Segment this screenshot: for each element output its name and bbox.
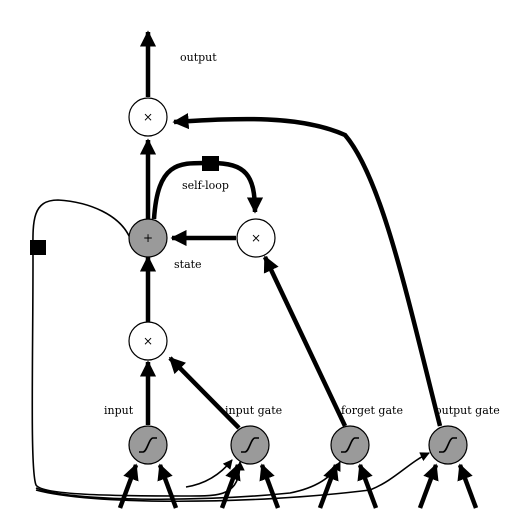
sigmoid-icon — [341, 437, 359, 453]
input-multiply-node: × — [128, 321, 168, 361]
sigmoid-icon — [439, 437, 457, 453]
arrow-output-gate-to-out-mult — [172, 113, 443, 427]
output-gate-unit-node — [428, 425, 468, 465]
input-gate-arrow-b — [259, 463, 281, 509]
delay-square-icon — [202, 156, 219, 171]
forget-gate-label: forget gate — [341, 404, 403, 417]
output-gate-label: output gate — [435, 404, 500, 417]
state-recurrence-to-forget — [35, 461, 341, 501]
state-recurrence-line — [31, 199, 245, 497]
forget-gate-unit-node — [330, 425, 370, 465]
state-label: state — [174, 258, 202, 271]
arrow-forget-gate-to-loop-mult — [262, 255, 348, 427]
input-label: input — [104, 404, 134, 417]
input-arrow-a — [117, 463, 139, 509]
add-symbol: + — [143, 231, 153, 245]
state-add-node: + — [128, 218, 168, 258]
state-recurrence-to-output — [35, 452, 430, 503]
sigmoid-icon — [241, 437, 259, 453]
input-unit-node — [128, 425, 168, 465]
forget-gate-arrow-b — [357, 463, 379, 509]
input-arrow-b — [157, 463, 179, 509]
input-gate-unit-node — [230, 425, 270, 465]
recurrence-to-input-gate — [185, 459, 233, 488]
multiply-symbol: × — [143, 334, 153, 348]
output-gate-arrow-b — [457, 463, 479, 509]
forget-gate-arrow-a — [317, 463, 339, 509]
sigmoid-icon — [139, 437, 157, 453]
loop-multiply-node: × — [236, 218, 276, 258]
multiply-symbol: × — [143, 110, 153, 124]
input-gate-arrow-a — [219, 463, 241, 509]
output-multiply-node: × — [128, 97, 168, 137]
delay-square-icon — [30, 240, 46, 255]
input-gate-label: input gate — [225, 404, 282, 417]
self-loop-label: self-loop — [182, 179, 229, 192]
multiply-symbol: × — [251, 231, 261, 245]
output-label: output — [180, 51, 217, 64]
output-gate-arrow-a — [417, 463, 439, 509]
arrow-input-gate-to-in-mult — [168, 356, 241, 430]
